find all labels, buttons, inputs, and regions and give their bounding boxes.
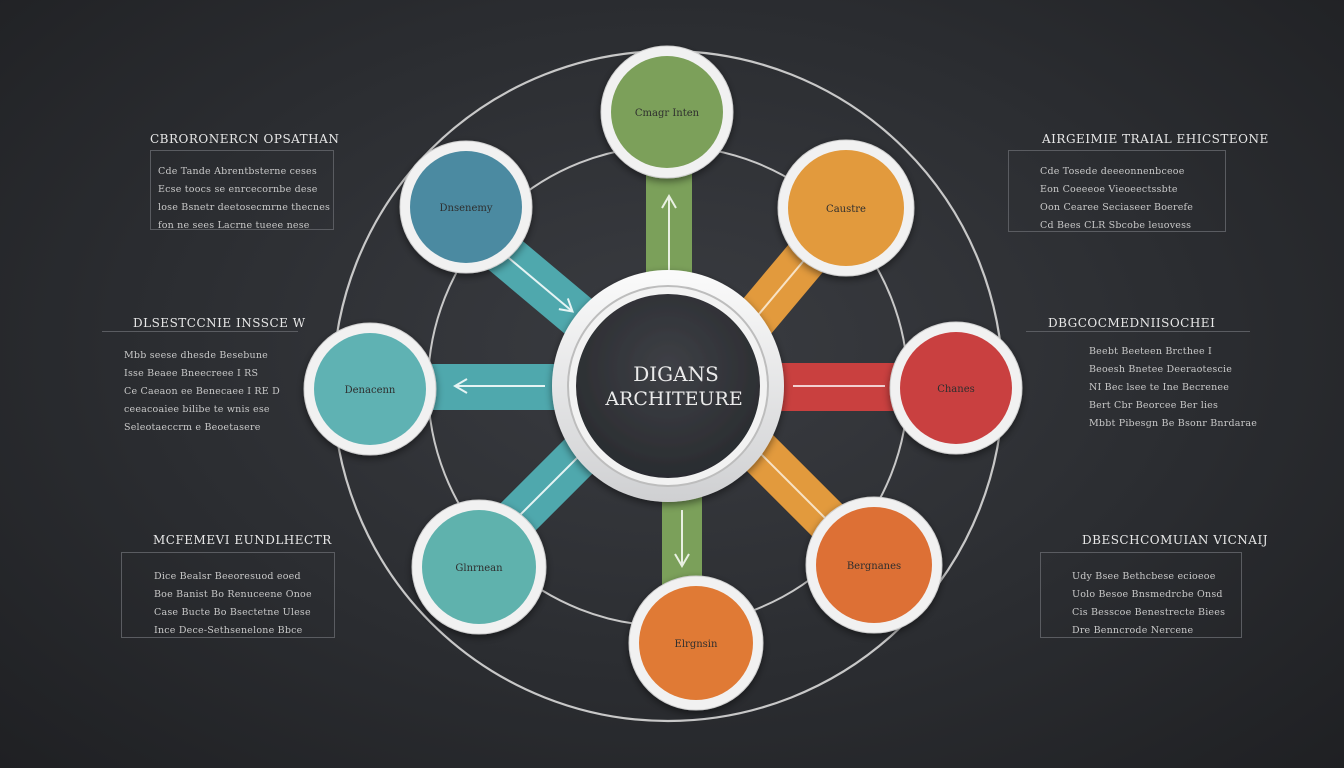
nodes: Cmagr IntenCaustreChanesBergnanesElrgnsi… xyxy=(303,45,1023,711)
panel-title: AIRGEIMIE TRAIAL EHICSTEONE xyxy=(1042,132,1269,146)
node-label-bottom: Elrgnsin xyxy=(675,639,718,650)
panel-title: CBRORONERCN OPSATHAN xyxy=(150,132,340,146)
panel-text-line: Ecse toocs se enrcecornbe dese xyxy=(158,184,318,195)
node-fill xyxy=(314,333,426,445)
panel-text-line: lose Bsnetr deetosecmrne thecnes xyxy=(158,202,331,213)
node-fill xyxy=(900,332,1012,444)
connector-bottom xyxy=(662,490,702,586)
panel-text-line: Cis Besscoe Benestrecte Biees xyxy=(1072,607,1226,618)
node-right xyxy=(889,321,1023,455)
node-bottom-left xyxy=(411,499,547,635)
panel-text-line: Boe Banist Bo Renuceene Onoe xyxy=(154,589,312,600)
panel-title: DBGCOCMEDNIISOCHEI xyxy=(1048,316,1216,330)
connector-right xyxy=(780,363,898,411)
node-top xyxy=(600,45,734,179)
panel-text-line: NI Bec lsee te Ine Becrenee xyxy=(1089,382,1230,393)
panel-text-line: Bert Cbr Beorcee Ber lies xyxy=(1089,400,1219,411)
node-label-top: Cmagr Inten xyxy=(635,108,700,119)
panel-text-line: fon ne sees Lacrne tueee nese xyxy=(158,220,310,231)
panel-frame xyxy=(121,552,335,638)
center-hub xyxy=(552,270,784,502)
node-left xyxy=(303,322,437,456)
panel-text-line: Dre Benncrode Nercene xyxy=(1072,625,1194,636)
node-label-left: Denacenn xyxy=(345,385,396,396)
node-fill xyxy=(422,510,536,624)
panel-text-line: Ce Caeaon ee Benecaee I RE D xyxy=(124,386,280,397)
panel-frame xyxy=(102,331,298,332)
node-label-right: Chanes xyxy=(937,384,975,395)
node-label-top-right: Caustre xyxy=(826,204,866,215)
panel-text-line: Cd Bees CLR Sbcobe leuovess xyxy=(1040,220,1192,231)
panel-text-line: Udy Bsee Bethcbese ecioeoe xyxy=(1072,571,1216,582)
panel-frame xyxy=(1026,331,1250,332)
node-fill xyxy=(639,586,753,700)
panel-title: MCFEMEVI EUNDLHECTR xyxy=(153,533,332,547)
connector-left xyxy=(432,364,558,410)
panel-text-line: Isse Beaee Bneecreee I RS xyxy=(124,368,259,379)
panel-text-line: Case Bucte Bo Bsectetne Ulese xyxy=(154,607,311,618)
node-top-right xyxy=(777,139,915,277)
node-bottom-right xyxy=(805,496,943,634)
node-fill xyxy=(410,151,522,263)
node-top-left xyxy=(399,140,533,274)
panel-title: DBESCHCOMUIAN VICNAIJ xyxy=(1082,533,1269,547)
center-title-line2: ARCHITEURE xyxy=(604,388,742,410)
connector-top xyxy=(646,170,692,282)
center-title-line1: DIGANS xyxy=(633,362,719,386)
panel-text-line: Eon Coeeeoe Vieoeectssbte xyxy=(1040,184,1178,195)
panel-text-line: Ince Dece-Sethsenelone Bbce xyxy=(154,625,303,636)
panel-frame xyxy=(1040,552,1242,638)
panel-frame xyxy=(1008,150,1226,232)
node-fill xyxy=(816,507,932,623)
panel-text-line: Oon Cearee Seciaseer Boerefe xyxy=(1040,202,1194,213)
panel-text-line: Dice Bealsr Beeoresuod eoed xyxy=(154,571,301,582)
panel-text-line: Seleotaeccrm e Beoetasere xyxy=(124,422,261,433)
panel-text-line: Mbb seese dhesde Besebune xyxy=(124,350,269,361)
node-fill xyxy=(611,56,723,168)
node-label-top-left: Dnsenemy xyxy=(440,203,493,214)
node-fill xyxy=(788,150,904,266)
node-label-bottom-left: Glnrnean xyxy=(455,563,503,574)
panel-text-line: Mbbt Pibesgn Be Bsonr Bnrdarae xyxy=(1089,418,1258,429)
panel-text-line: ceeacoaiee bilibe te wnis ese xyxy=(124,404,270,415)
panel-text-line: Uolo Besoe Bnsmedrcbe Onsd xyxy=(1072,589,1223,600)
node-label-bottom-right: Bergnanes xyxy=(847,561,901,572)
node-bottom xyxy=(628,575,764,711)
panel-title: DLSESTCCNIE INSSCE W xyxy=(133,316,306,330)
panel-frame xyxy=(150,150,334,230)
panel-text-line: Beoesh Bnetee Deeraotescie xyxy=(1089,364,1233,375)
panel-text-line: Cde Tosede deeeonnenbceoe xyxy=(1040,166,1185,177)
panel-text-line: Cde Tande Abrentbsterne ceses xyxy=(158,166,317,177)
panel-text-line: Beebt Beeteen Brcthee I xyxy=(1089,346,1212,357)
